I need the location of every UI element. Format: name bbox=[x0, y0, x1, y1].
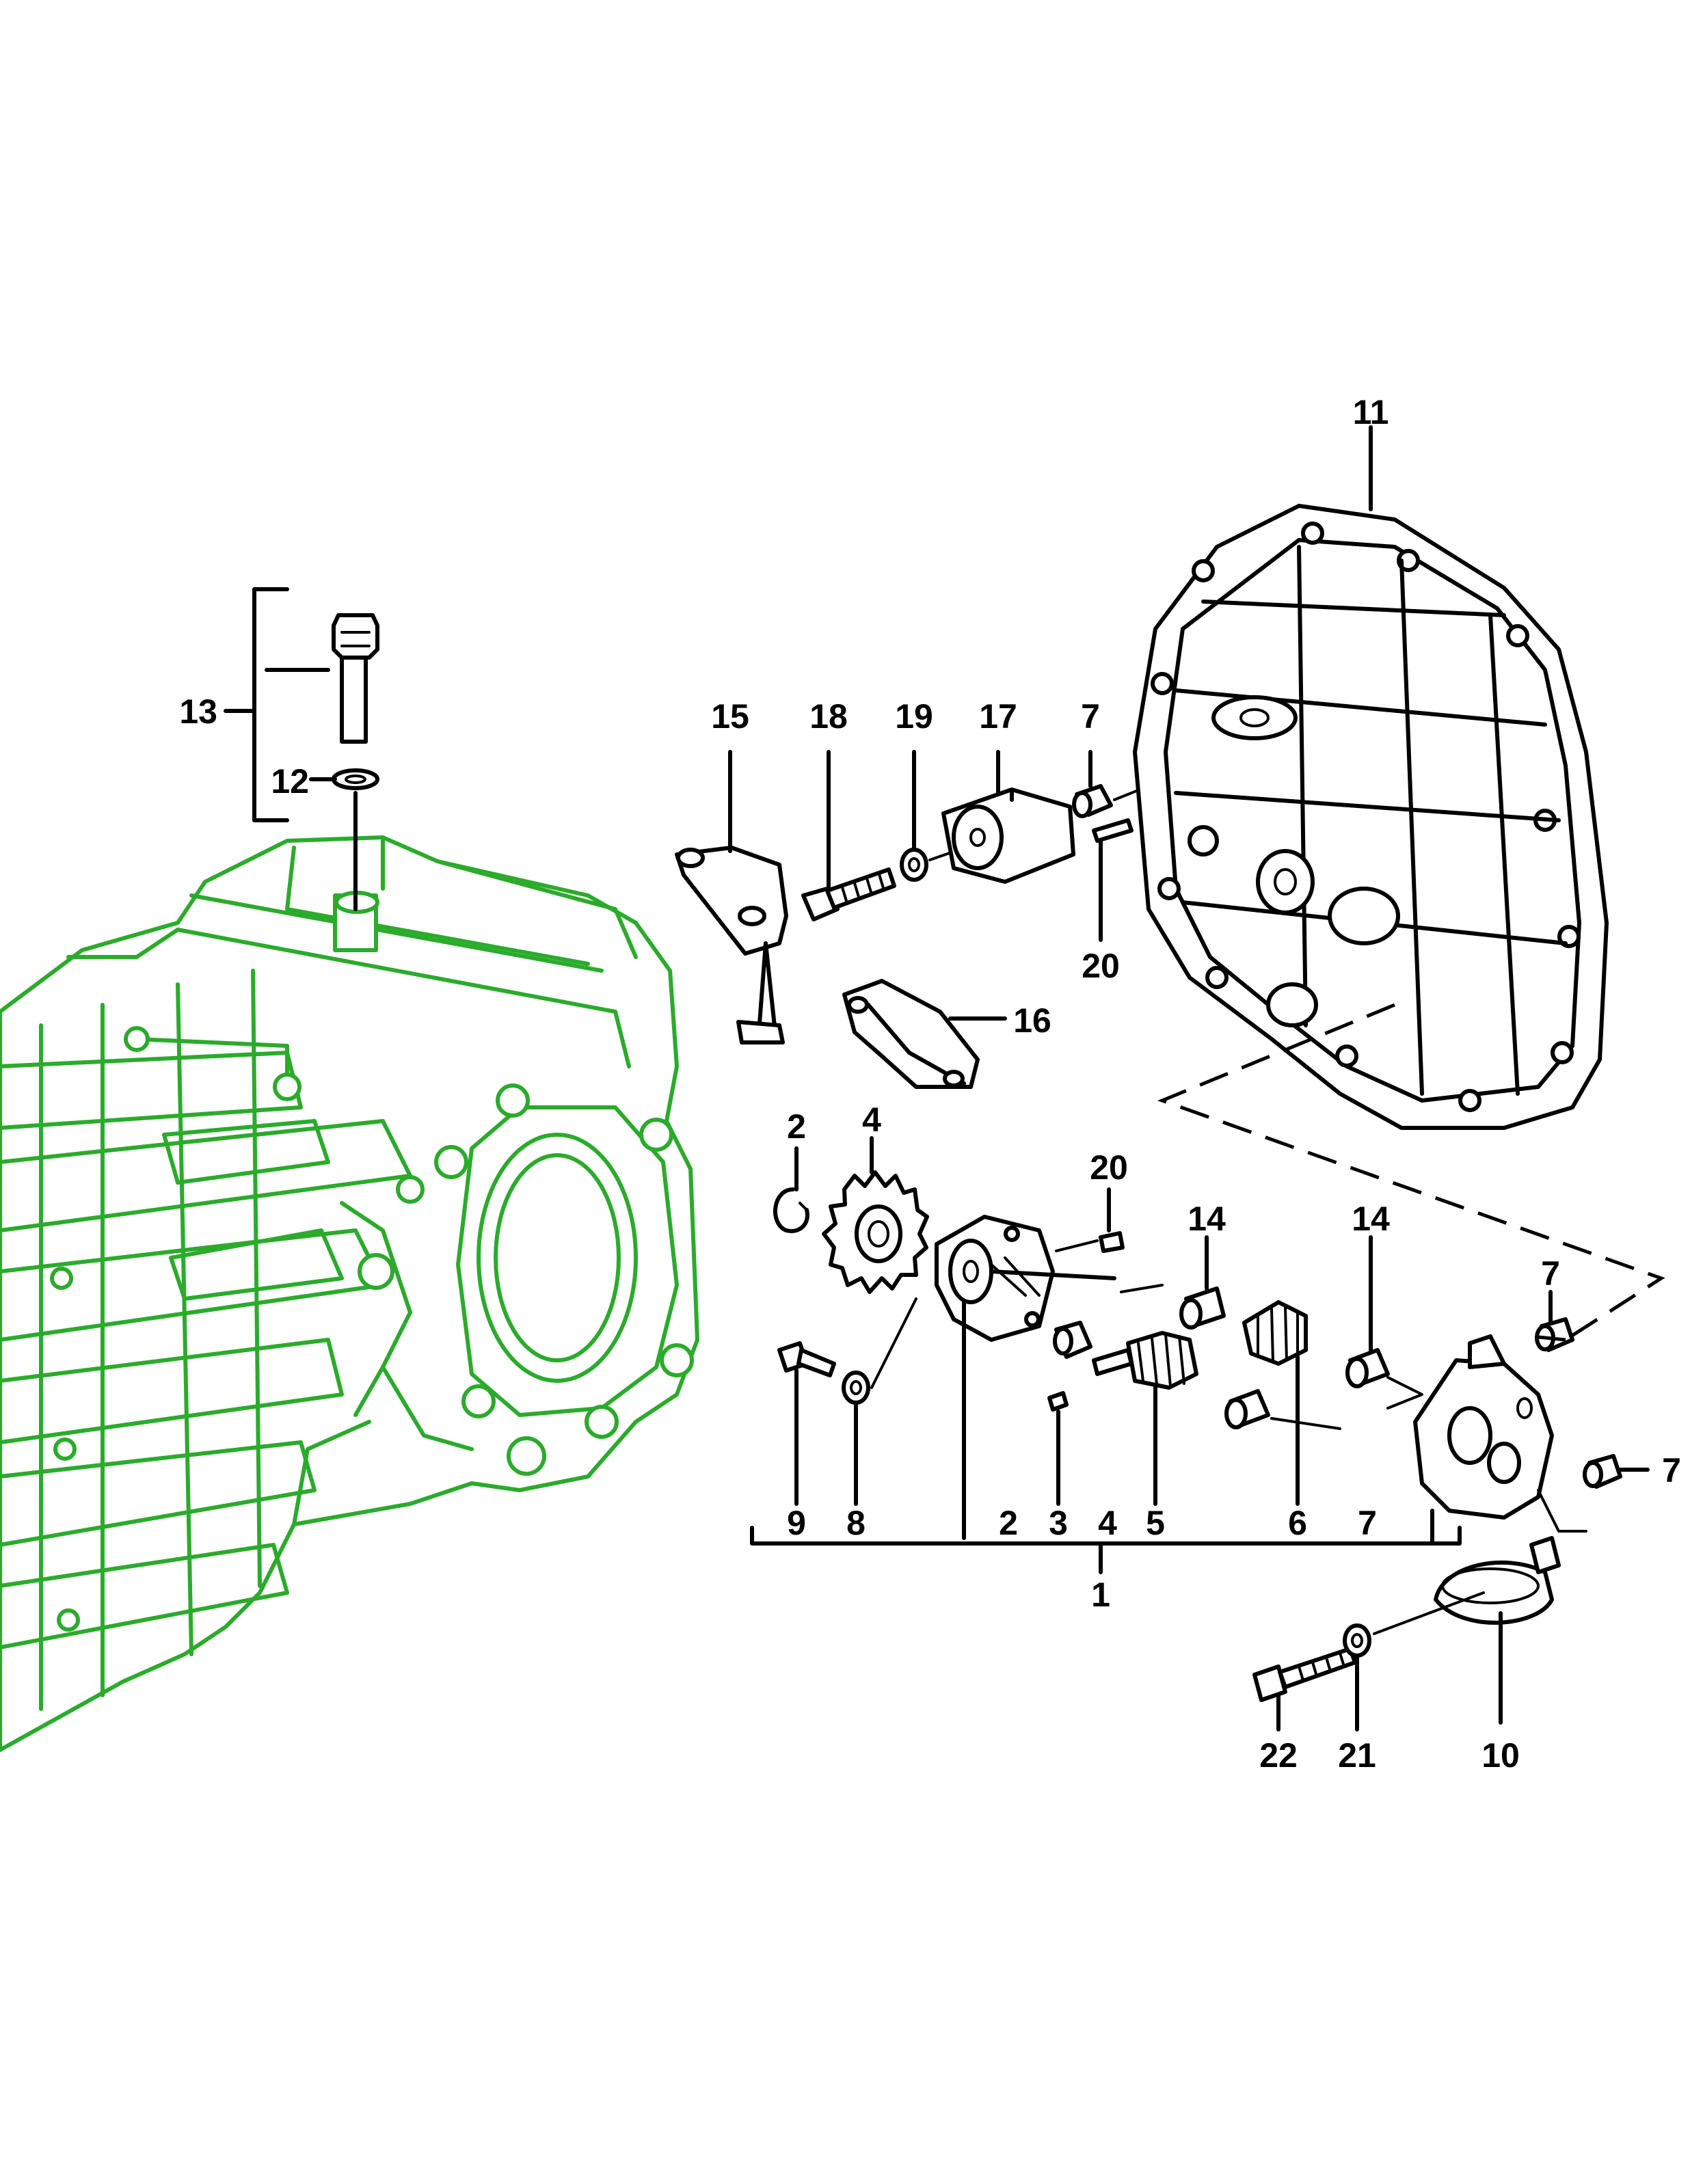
plug-part-13[interactable] bbox=[332, 613, 379, 744]
callout-18: 18 bbox=[809, 697, 848, 736]
callout-labels: 11 13 12 15 18 19 17 7 20 16 2 4 20 14 1… bbox=[179, 393, 1681, 1775]
strainer-part-10[interactable] bbox=[1434, 1536, 1561, 1625]
assembly-line-20b bbox=[1055, 1239, 1099, 1252]
callout-13: 13 bbox=[179, 692, 217, 731]
callout-11: 11 bbox=[1353, 393, 1389, 431]
pump-cover-part-7[interactable] bbox=[1413, 1334, 1554, 1520]
side-cover-part-11[interactable] bbox=[1133, 504, 1609, 1130]
bushing-part-7c[interactable] bbox=[1224, 1389, 1270, 1429]
callout-22: 22 bbox=[1259, 1736, 1298, 1775]
callout-21: 21 bbox=[1338, 1736, 1376, 1775]
callout-5: 5 bbox=[1146, 1504, 1165, 1542]
bushing-part-7b[interactable] bbox=[1053, 1321, 1092, 1359]
callout-4-top: 4 bbox=[862, 1101, 881, 1139]
callout-19: 19 bbox=[895, 697, 933, 736]
callout-16: 16 bbox=[1013, 1001, 1051, 1040]
callout-20-top: 20 bbox=[1082, 947, 1120, 985]
callout-14-b: 14 bbox=[1352, 1200, 1390, 1238]
shaft-bushing-part-14a[interactable] bbox=[1179, 1286, 1226, 1330]
bushing-part-14b[interactable] bbox=[1345, 1348, 1390, 1388]
callout-1: 1 bbox=[1091, 1576, 1110, 1614]
callout-4-bottom: 4 bbox=[1098, 1504, 1117, 1542]
dowel-part-20a[interactable] bbox=[1092, 818, 1134, 843]
callout-9: 9 bbox=[787, 1504, 806, 1542]
dowel-part-20b[interactable] bbox=[1099, 1231, 1125, 1253]
callout-7-right: 7 bbox=[1541, 1254, 1560, 1293]
washer-part-21[interactable] bbox=[1343, 1623, 1371, 1658]
bolt-part-18[interactable] bbox=[801, 867, 896, 921]
washer-part-12[interactable] bbox=[332, 768, 379, 790]
callout-15: 15 bbox=[711, 697, 749, 736]
callout-10: 10 bbox=[1481, 1736, 1520, 1775]
guide-part-17[interactable] bbox=[941, 787, 1075, 884]
callout-14-a: 14 bbox=[1188, 1200, 1226, 1238]
bolt-part-9[interactable] bbox=[777, 1341, 836, 1377]
assembly-line-8 bbox=[870, 1297, 917, 1389]
callout-20-mid: 20 bbox=[1090, 1148, 1128, 1187]
bracket-assembly-1 bbox=[750, 1526, 1462, 1574]
bracket-13 bbox=[224, 587, 289, 822]
callout-8: 8 bbox=[846, 1504, 866, 1542]
callout-7-bottom: 7 bbox=[1358, 1504, 1377, 1542]
callout-6: 6 bbox=[1288, 1504, 1307, 1542]
callout-12: 12 bbox=[271, 762, 309, 800]
callout-3: 3 bbox=[1049, 1504, 1068, 1542]
pin-part-3[interactable] bbox=[1047, 1391, 1069, 1412]
circlip-part-2[interactable] bbox=[773, 1187, 809, 1233]
washer-part-8[interactable] bbox=[842, 1371, 870, 1405]
bushing-part-7d[interactable] bbox=[1535, 1317, 1574, 1352]
transmission-housing-highlighted[interactable] bbox=[0, 835, 699, 1752]
bolt-part-22[interactable] bbox=[1252, 1647, 1357, 1702]
callout-17: 17 bbox=[979, 697, 1017, 736]
bushing-part-7a[interactable] bbox=[1072, 784, 1113, 818]
assembly-line-pump-cover bbox=[1537, 1489, 1587, 1533]
callout-7-far: 7 bbox=[1662, 1451, 1681, 1489]
drive-gear-shaft-part-5[interactable] bbox=[1092, 1331, 1198, 1390]
bracket-part-15[interactable] bbox=[675, 846, 788, 1044]
assembly-line-strainer bbox=[1373, 1591, 1485, 1635]
washer-part-19[interactable] bbox=[900, 848, 928, 882]
gear-part-4[interactable] bbox=[822, 1170, 929, 1294]
assembly-line-14a bbox=[1120, 1284, 1164, 1293]
assembly-line-gears bbox=[1270, 1376, 1423, 1430]
callout-2-bottom: 2 bbox=[999, 1504, 1018, 1542]
bushing-part-7e[interactable] bbox=[1583, 1454, 1622, 1489]
shield-part-16[interactable] bbox=[842, 979, 980, 1089]
dashed-assembly-line bbox=[1157, 1003, 1665, 1342]
dashed-leader-7 bbox=[1531, 1334, 1566, 1342]
callout-7-top: 7 bbox=[1081, 697, 1100, 736]
driven-gear-part-6[interactable] bbox=[1242, 1300, 1308, 1366]
callout-2-top: 2 bbox=[787, 1107, 806, 1146]
